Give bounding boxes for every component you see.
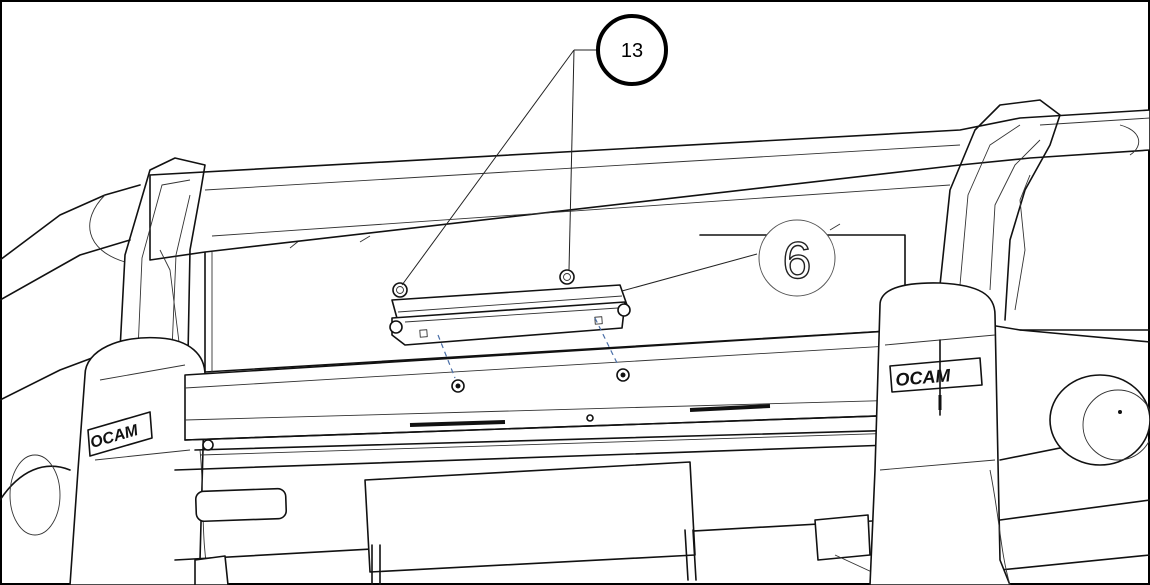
left-body	[0, 184, 141, 536]
callout-13: 13	[596, 14, 668, 86]
callout-6: 6	[758, 219, 836, 297]
leader-lines	[401, 49, 758, 292]
front-beam	[184, 329, 906, 456]
mounting-bracket	[389, 269, 631, 346]
callout-6-label: 6	[783, 232, 812, 290]
right-handle	[939, 99, 1061, 321]
right-body	[959, 319, 1150, 571]
lower-body	[174, 444, 901, 585]
brand-label-right: OCAM	[895, 365, 953, 390]
right-bumper	[869, 282, 1011, 585]
top-rail	[149, 109, 1150, 261]
assembly-guides	[437, 317, 630, 393]
left-bumper	[69, 336, 211, 585]
left-handle	[119, 157, 206, 356]
callout-13-label: 13	[621, 40, 643, 62]
